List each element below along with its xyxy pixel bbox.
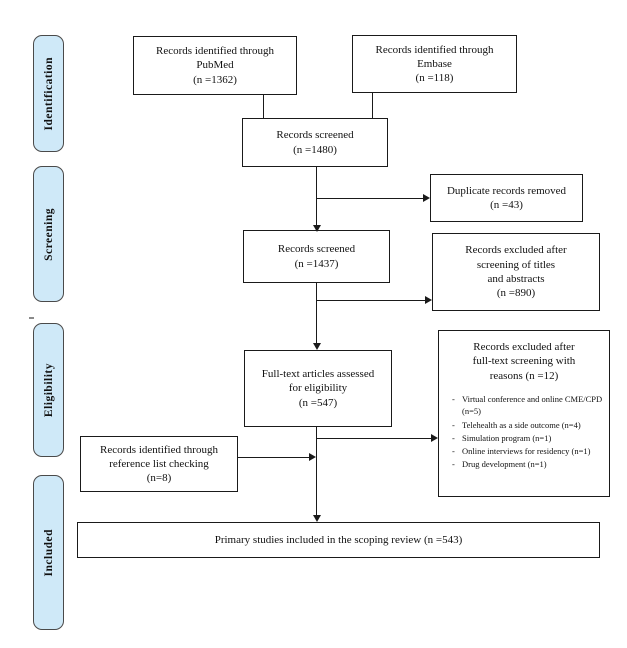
exclusion-reason-item: Telehealth as a side outcome (n=4)	[452, 419, 605, 431]
bullet-dash	[452, 432, 462, 444]
exclusion-reason-item: Online interviews for residency (n=1)	[452, 445, 605, 457]
box-records-excluded-titles-abstracts: Records excluded after screening of titl…	[432, 233, 600, 311]
exclusion-reason-text: Telehealth as a side outcome (n=4)	[462, 419, 581, 430]
fulltext-excluded-title: Records excluded after full-text screeni…	[472, 341, 576, 382]
arrowhead-down-screened2-icon	[313, 225, 321, 232]
box-records-screened-after-duplicates: Records screened (n =1437)	[243, 230, 390, 283]
arrowhead-right-fulltext-excluded-icon	[431, 434, 438, 442]
exclusion-reason-item: Virtual conference and online CME/CPD (n…	[452, 393, 605, 418]
exclusion-reason-item: Simulation program (n=1)	[452, 432, 605, 444]
arrowhead-down-fulltext-icon	[313, 343, 321, 350]
stage-label-eligibility-text: Eligibility	[42, 362, 55, 418]
exclusion-reason-list: Virtual conference and online CME/CPD (n…	[452, 393, 605, 471]
box-fulltext-assessed: Full-text articles assessed for eligibil…	[244, 350, 392, 427]
box-records-screened-initial: Records screened (n =1480)	[242, 118, 388, 167]
connector-embase-to-screened	[372, 93, 373, 118]
connector-screened-to-screened2	[316, 167, 317, 225]
connector-to-duplicates	[316, 198, 423, 199]
stage-label-eligibility: Eligibility	[33, 323, 64, 457]
connector-to-excluded-titles	[316, 300, 425, 301]
stage-label-identification-text: Identification	[42, 56, 55, 131]
exclusion-reason-text: Drug development (n=1)	[462, 459, 547, 470]
box-records-identified-embase: Records identified through Embase (n =11…	[352, 35, 517, 93]
arrowhead-right-duplicates-icon	[423, 194, 430, 202]
stage-label-included-text: Included	[42, 528, 55, 577]
stage-label-screening-text: Screening	[42, 207, 55, 261]
exclusion-reason-item: Drug development (n=1)	[452, 458, 605, 470]
bullet-dash	[452, 445, 462, 457]
stage-label-identification: Identification	[33, 35, 64, 152]
connector-pubmed-to-screened	[263, 95, 264, 118]
arrowhead-right-excluded-titles-icon	[425, 296, 432, 304]
exclusion-reason-text: Simulation program (n=1)	[462, 432, 552, 443]
connector-reference-to-main	[238, 457, 309, 458]
connector-screened2-to-fulltext	[316, 283, 317, 343]
connector-fulltext-to-included	[316, 427, 317, 515]
connector-to-fulltext-excluded	[316, 438, 431, 439]
box-primary-studies-included: Primary studies included in the scoping …	[77, 522, 600, 558]
stray-dash-mark	[29, 317, 34, 319]
exclusion-reason-text: Online interviews for residency (n=1)	[462, 446, 591, 457]
arrowhead-right-reference-icon	[309, 453, 316, 461]
bullet-dash	[452, 458, 462, 470]
box-duplicate-records-removed: Duplicate records removed (n =43)	[430, 174, 583, 222]
box-fulltext-excluded: Records excluded after full-text screeni…	[438, 330, 610, 497]
exclusion-reason-text: Virtual conference and online CME/CPD (n…	[462, 393, 603, 417]
arrowhead-down-included-icon	[313, 515, 321, 522]
bullet-dash	[452, 393, 462, 418]
box-records-reference-list: Records identified through reference lis…	[80, 436, 238, 492]
box-records-identified-pubmed: Records identified through PubMed (n =13…	[133, 36, 297, 95]
stage-label-screening: Screening	[33, 166, 64, 302]
bullet-dash	[452, 419, 462, 431]
stage-label-included: Included	[33, 475, 64, 630]
